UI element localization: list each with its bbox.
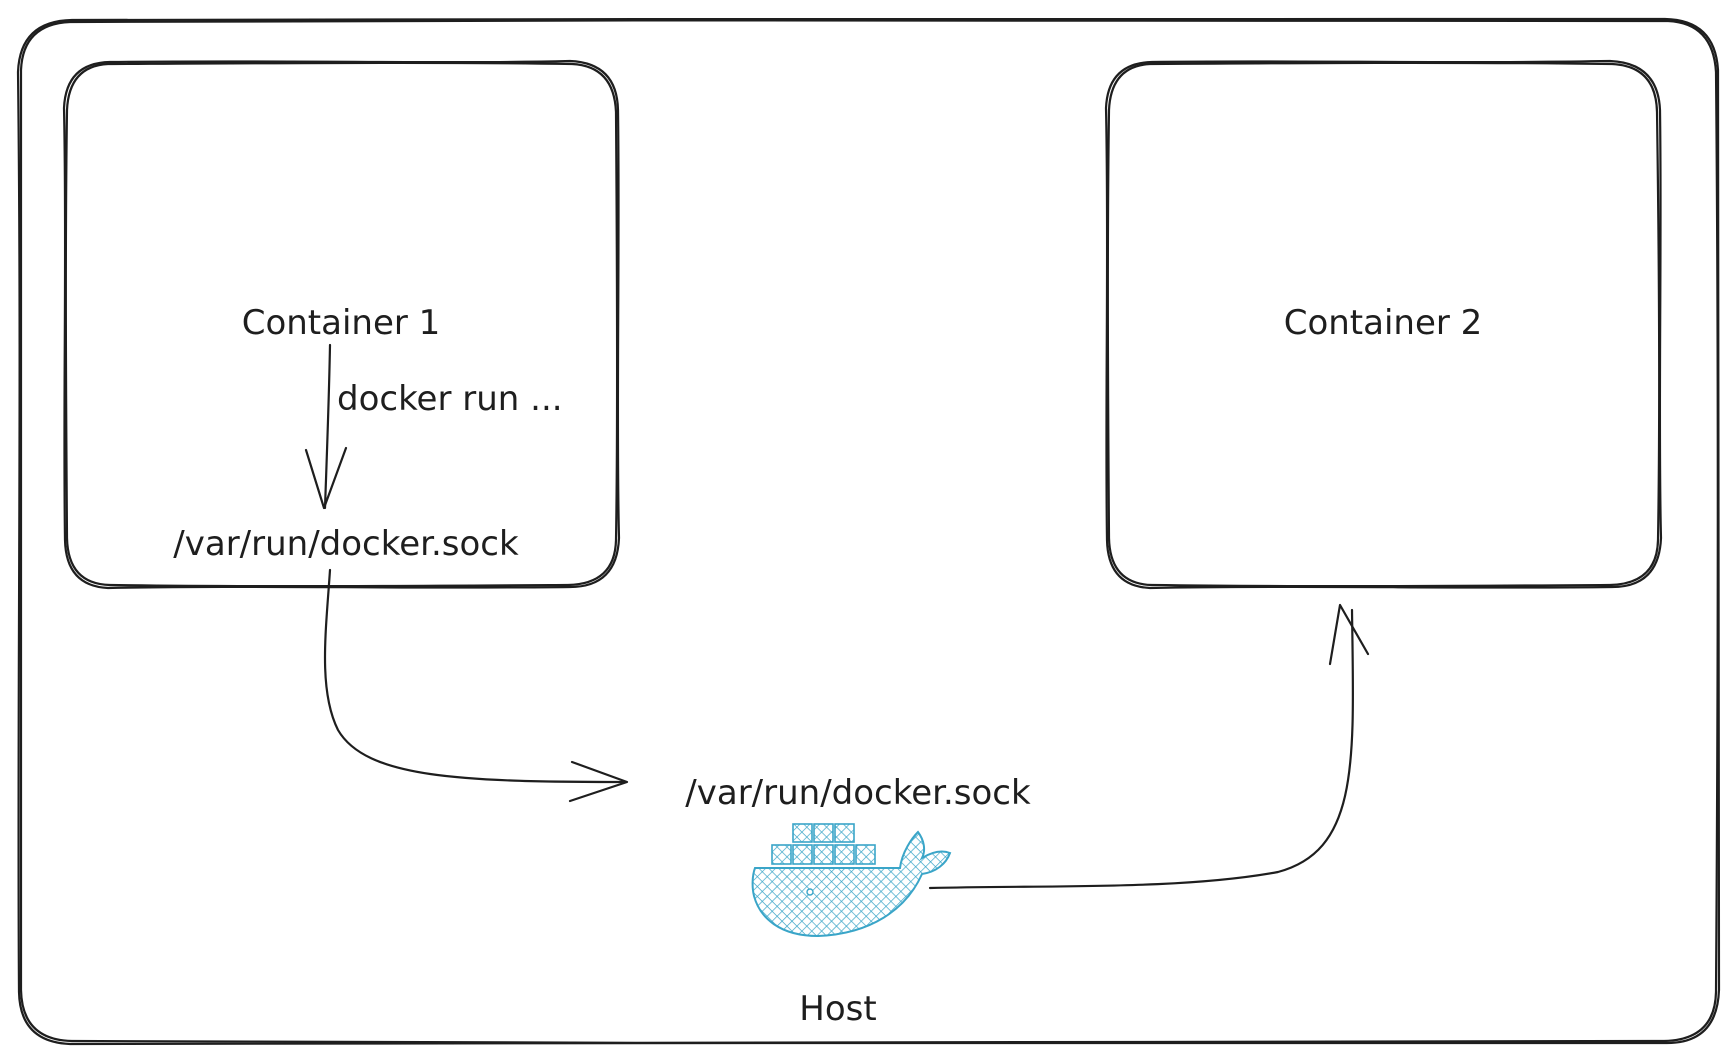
container-2-label: Container 2	[1284, 303, 1483, 343]
host-box	[16, 17, 1721, 1046]
docker-whale-icon	[751, 823, 952, 938]
container-1-box	[62, 59, 621, 590]
host-label: Host	[799, 989, 876, 1029]
docker-run-command: docker run ...	[337, 379, 563, 419]
container-2-box	[1104, 59, 1663, 590]
arrow-socket-to-host	[323, 568, 629, 803]
container-1-label: Container 1	[242, 303, 441, 343]
arrow-docker-run	[304, 343, 348, 510]
container-1-socket-path: /var/run/docker.sock	[173, 524, 519, 564]
arrow-engine-to-container-2	[928, 603, 1370, 890]
host-socket-path: /var/run/docker.sock	[685, 773, 1031, 813]
